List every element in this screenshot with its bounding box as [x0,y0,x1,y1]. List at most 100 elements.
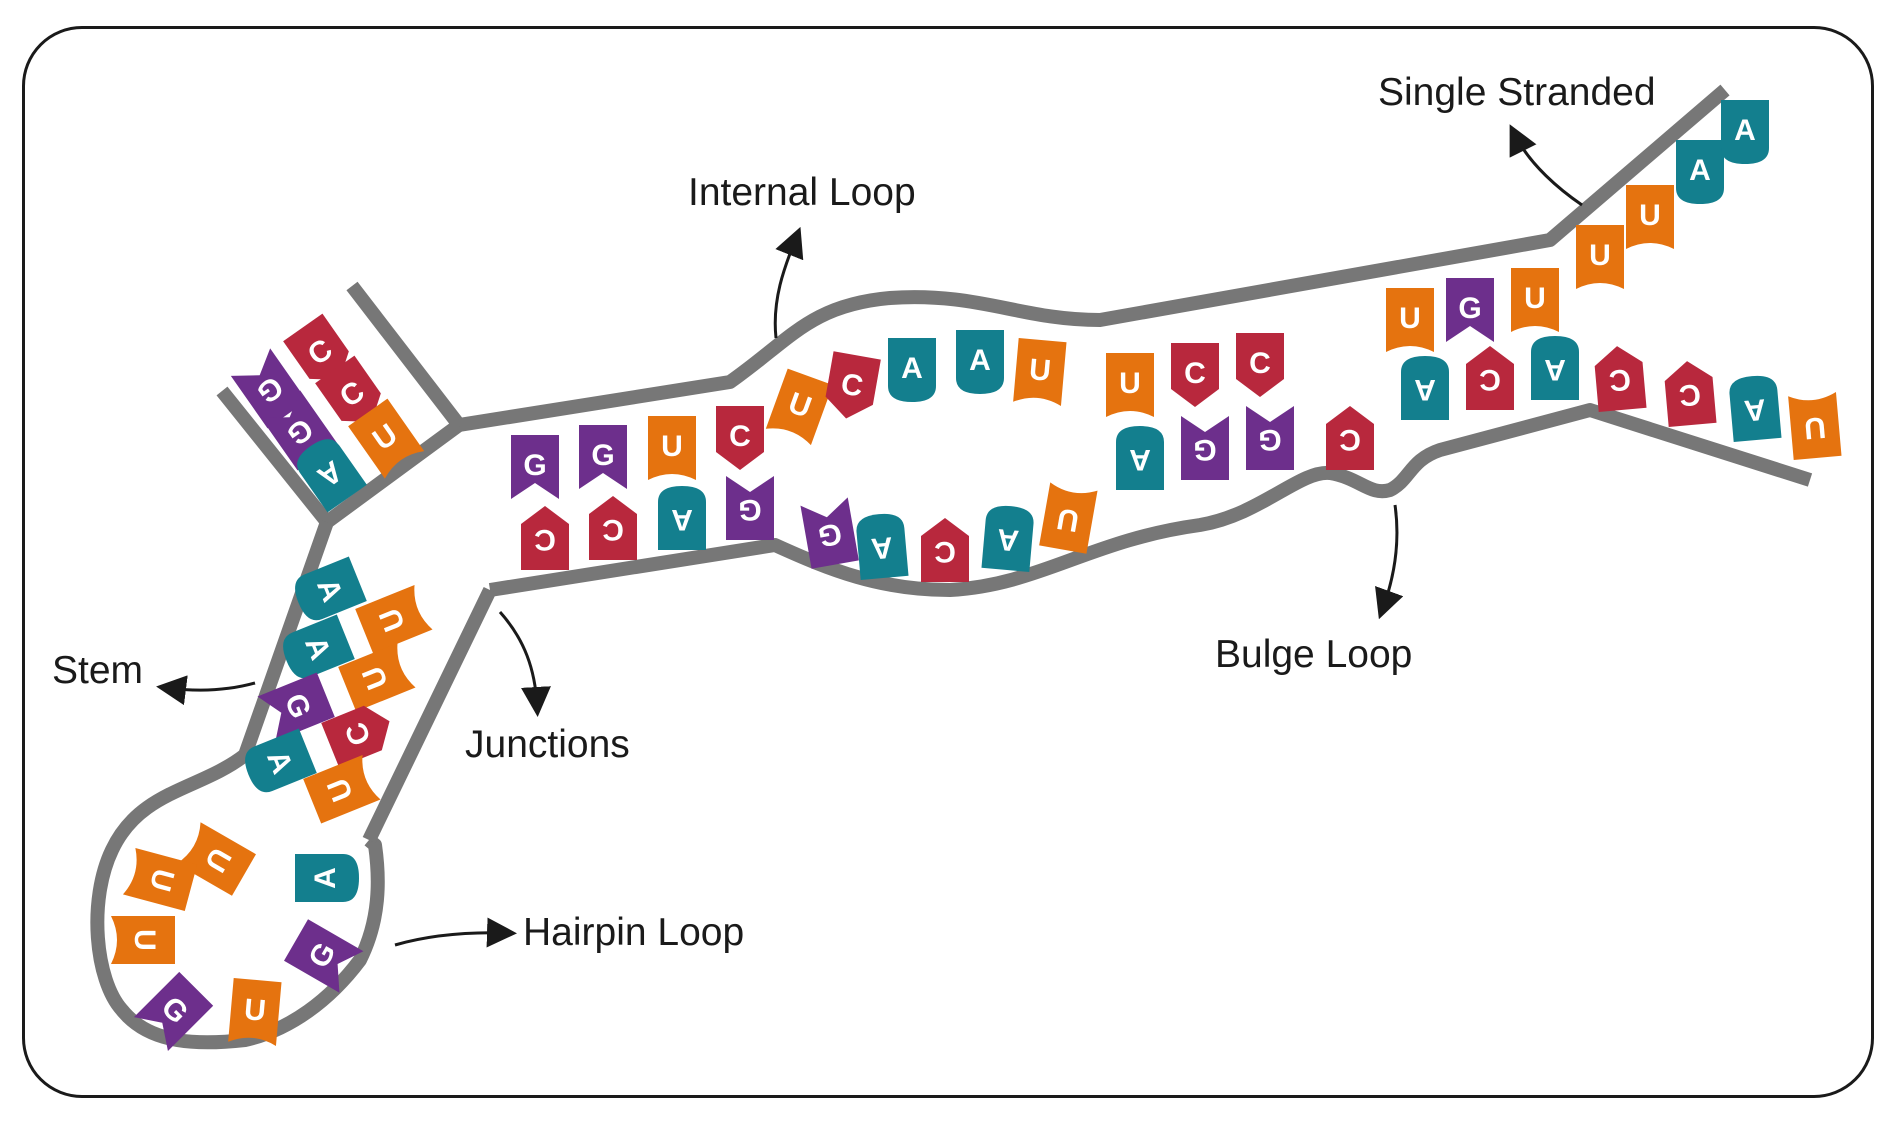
branch-stem-outer-base-1: G [230,348,307,429]
nucleotide-shape [1326,406,1374,470]
nucleotide-shape [338,643,416,712]
internal-loop-top-base-3: A [888,338,936,402]
nucleotide-shape [589,496,637,560]
nucleotide-letter: C [1339,423,1361,456]
branch-stem-inner-base-2: C [315,355,381,422]
hairpin-base-1: U [176,822,256,896]
nucleotide-shape [1181,416,1229,480]
nucleotide-letter: U [243,993,267,1028]
label-hairpin-loop: Hairpin Loop [523,911,744,954]
internal-loop-bottom-base-1: G [800,497,859,569]
nucleotide-shape [257,672,335,741]
nucleotide-shape [230,348,307,429]
duplex3-top-base-2: G [1446,278,1494,342]
branch-stem-inner-base-3: U [348,398,425,479]
nucleotide-shape [1446,278,1494,342]
internal-loop-bottom-base-4: A [981,505,1034,572]
backbone-lower-stem-left [90,519,385,1050]
nucleotide-letter: G [1258,423,1281,456]
internal-loop-top-base-4: A [956,330,1004,394]
hairpin-base-6: G [284,919,364,993]
nucleotide-letter: C [1249,347,1271,380]
nucleotide-letter: A [870,530,894,565]
nucleotide-letter: U [1399,302,1421,335]
nucleotide-shape [825,351,881,419]
nucleotide-shape [800,497,859,569]
nucleotide-shape [1594,346,1647,412]
backbone-lower [488,403,1813,597]
nucleotide-letter: C [602,513,624,546]
arrow-junctions [498,611,551,717]
internal-loop-bottom-base-5: U [1039,482,1098,554]
lower-stem-right-base-3: C [321,705,390,768]
nucleotide-shape [1721,100,1769,164]
nucleotide-letter: U [1524,282,1546,315]
duplex2-top-base-2: C [1171,343,1219,407]
nucleotide-letter: G [523,449,546,482]
nucleotide-shape [321,705,390,768]
nucleotide-shape [1729,375,1782,442]
nucleotide-letter: U [661,430,683,463]
nucleotide-shape [295,556,367,621]
single-strand-bottom-base-3: A [1729,375,1782,442]
nucleotide-shape [1236,333,1284,397]
duplex1-top-base-4: C [716,406,764,470]
duplex1-bottom-base-2: C [589,496,637,560]
bulge-base-1: C [1326,406,1374,470]
single-strand-top-base-3: A [1676,140,1724,204]
nucleotide-shape [283,313,349,380]
nucleotide-letter: A [1743,392,1767,427]
nucleotide-shape [355,585,433,654]
nucleotide-letter: A [1414,373,1436,406]
nucleotide-letter: U [1028,353,1052,388]
single-strand-bottom-base-1: C [1594,346,1647,412]
nucleotide-shape [1664,361,1717,427]
backbone-strands [90,84,1813,1050]
label-stem: Stem [52,649,143,692]
nucleotide-shape [1106,353,1154,417]
nucleotide-letter: A [901,352,923,385]
nucleotide-shape [315,355,381,422]
nucleotide-letter: G [816,516,845,553]
internal-loop-top-base-1: U [765,368,833,446]
nucleotide-letter: A [1734,114,1756,147]
nucleotide-shape [1531,336,1579,400]
nucleotide-shape [297,439,367,513]
nucleotide-shape [1386,288,1434,352]
nucleotide-shape [1511,268,1559,332]
single-strand-top-base-2: U [1626,185,1674,249]
nucleotide-shape [122,848,198,911]
duplex3-top-base-1: U [1386,288,1434,352]
nucleotide-shape [1171,343,1219,407]
arrow-stem [156,675,256,706]
nucleotide-letter: C [729,420,751,453]
annotation-arrows [156,124,1583,948]
nucleotide-shape [295,854,359,902]
single-strand-top-base-1: U [1576,225,1624,289]
lower-stem-right-base-4: U [303,755,381,824]
nucleotide-letter: U [1589,239,1611,272]
nucleotide-letter: U [1119,367,1141,400]
label-single-stranded: Single Stranded [1378,71,1656,114]
hairpin-base-3: U [111,916,175,964]
duplex3-top-base-3: U [1511,268,1559,332]
backbone-lower-stem-right [362,586,497,844]
single-strand-top-base-4: A [1721,100,1769,164]
duplex3-bottom-base-1: A [1401,356,1449,420]
duplex3-bottom-base-2: C [1466,346,1514,410]
duplex1-bottom-base-1: C [521,506,569,570]
lower-stem-left-base-1: A [295,556,367,621]
label-junctions: Junctions [465,723,630,766]
backbone-branch [216,281,466,529]
nucleotide-letter: C [1479,363,1501,396]
duplex2-bottom-base-3: G [1246,406,1294,470]
nucleotide-letter: C [934,535,956,568]
lower-stem-left-base-4: A [245,728,317,793]
nucleotide-letter: C [1678,377,1702,412]
nucleotide-shape [921,518,969,582]
nucleotide-letter: G [591,439,614,472]
nucleotide-shape [1576,225,1624,289]
